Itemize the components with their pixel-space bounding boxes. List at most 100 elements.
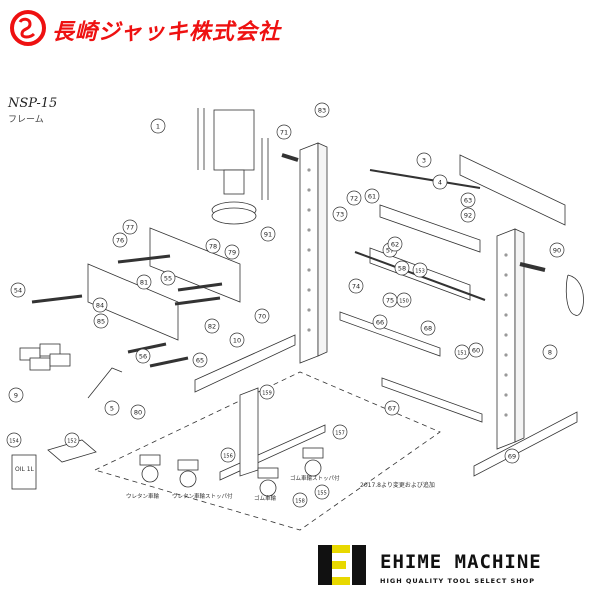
callout-label: 69 [508,452,516,460]
callout-label: 60 [472,346,480,354]
brand-name: 長崎ジャッキ株式会社 [52,20,281,45]
ehime-footer: EHIME MACHINE HIGH QUALITY TOOL SELECT S… [318,545,588,595]
callout-label: 83 [318,106,326,114]
callout-label: 55 [164,274,172,282]
side-plate-inner [149,227,241,303]
callout-label: 150 [399,298,409,304]
callout-151: 151 [454,344,470,360]
callout-150: 150 [396,292,412,308]
callout-159: 159 [259,384,275,400]
callout-70: 70 [254,308,270,324]
callout-label: 155 [317,490,327,496]
caster-wheels [139,447,324,497]
callout-157: 157 [332,424,348,440]
callout-label: 57 [386,246,394,254]
callout-90: 90 [549,242,565,258]
right-post [496,228,525,450]
callout-label: 56 [139,352,147,360]
callout-156: 156 [220,447,236,463]
v-blocks [19,343,71,371]
callout-153: 153 [412,262,428,278]
callout-55: 55 [160,270,176,286]
callout-68: 68 [420,320,436,336]
callout-84: 84 [92,297,108,313]
callout-1: 1 [150,118,166,134]
callout-61: 61 [364,188,380,204]
callout-72: 72 [346,190,362,206]
callout-label: 4 [438,178,442,186]
callout-9: 9 [8,387,24,403]
callout-79: 79 [224,244,240,260]
model-subtitle: フレーム [8,115,44,125]
callout-label: 91 [264,230,272,238]
callout-label: 85 [97,317,105,325]
nagasaki-jack-logo-icon [10,10,46,46]
callout-label: 153 [415,268,425,274]
oil-bottle [11,454,37,490]
lower-rail-front [339,311,441,357]
caster-column [239,387,259,477]
oil-label: OIL 1L [15,466,34,473]
callout-label: 74 [352,282,360,290]
callout-67: 67 [384,400,400,416]
callout-label: 68 [424,324,432,332]
callout-81: 81 [136,274,152,290]
callout-75: 75 [382,292,398,308]
callout-77: 77 [122,219,138,235]
callout-label: 62 [391,240,399,248]
callout-73: 73 [332,206,348,222]
callout-76: 76 [112,232,128,248]
callout-label: 73 [336,210,344,218]
callout-label: 61 [368,192,376,200]
chain [565,274,584,316]
callout-label: 157 [335,430,345,436]
callout-label: 92 [464,211,472,219]
callout-layer: 1345891054555657586061626365666768697071… [6,102,565,508]
callout-71: 71 [276,124,292,140]
callout-8: 8 [542,344,558,360]
ehime-tagline: HIGH QUALITY TOOL SELECT SHOP [380,577,535,585]
upper-beam [379,204,481,253]
callout-152: 152 [64,432,80,448]
callout-label: 84 [96,301,104,309]
change-note: 2017.8より変更および追加 [360,482,435,489]
callout-label: 156 [223,453,233,459]
callout-54: 54 [10,282,26,298]
callout-63: 63 [460,192,476,208]
callout-60: 60 [468,342,484,358]
callout-label: 63 [464,196,472,204]
side-plate-outer [87,263,179,341]
callout-label: 77 [126,223,134,231]
caster-dashed-frame [93,371,441,531]
callout-label: 152 [67,438,77,444]
callout-label: 70 [258,312,266,320]
callout-label: 81 [140,278,148,286]
left-post [299,142,328,364]
callout-80: 80 [130,404,146,420]
callout-62: 62 [387,236,403,252]
callout-label: 10 [233,336,241,344]
callout-label: 154 [9,438,19,444]
caption-rubber: ゴム車輪 [254,496,277,502]
callout-label: 159 [262,390,272,396]
callout-66: 66 [372,314,388,330]
callout-3: 3 [416,152,432,168]
callout-155: 155 [314,484,330,500]
callout-label: 8 [548,348,552,356]
callout-10: 10 [229,332,245,348]
caption-urethane: ウレタン車輪 [126,494,160,500]
callout-label: 65 [196,356,204,364]
callout-5: 5 [104,400,120,416]
callout-label: 78 [209,242,217,250]
callout-65: 65 [192,352,208,368]
callout-4: 4 [432,174,448,190]
callout-label: 151 [457,350,467,356]
callout-label: 158 [295,498,305,504]
callout-85: 85 [93,313,109,329]
callout-91: 91 [260,226,276,242]
callout-label: 5 [110,404,114,412]
callout-label: 9 [14,391,18,399]
pump-handle [87,367,123,399]
callout-label: 67 [388,404,396,412]
